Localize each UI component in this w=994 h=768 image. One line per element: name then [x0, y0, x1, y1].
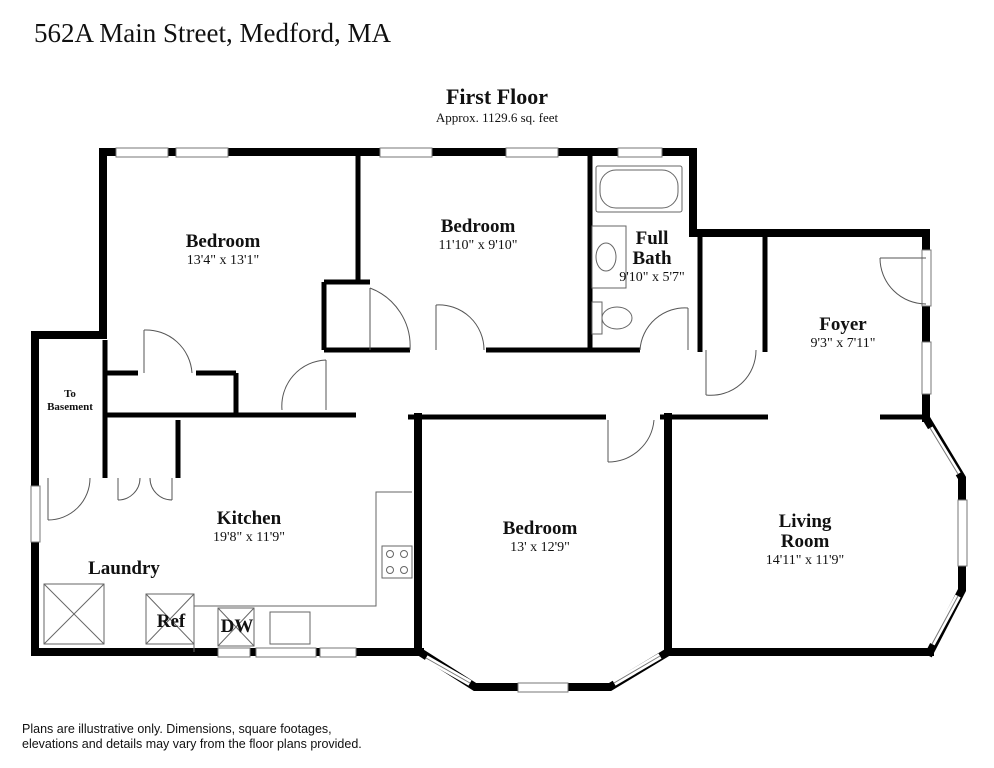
room-dims-full-bath: 9'10" x 5'7": [619, 270, 684, 285]
vanity: [591, 225, 627, 289]
fixtures: [43, 165, 683, 652]
refrigerator: [145, 593, 195, 645]
room-name-bedroom-nw: Bedroom: [186, 231, 261, 252]
room-name-bedroom-s: Bedroom: [503, 518, 578, 539]
window: [921, 249, 932, 307]
bathtub: [595, 165, 683, 213]
room-dims-living-room: 14'11" x 11'9": [766, 553, 844, 568]
room-dims-bedroom-s: 13' x 12'9": [510, 540, 570, 555]
room-name-full-bath-2: Bath: [632, 248, 672, 269]
property-address: 562A Main Street, Medford, MA: [34, 18, 391, 48]
floor-square-footage: Approx. 1129.6 sq. feet: [435, 110, 559, 125]
toilet-tank: [591, 301, 603, 335]
bathtub-basin: [599, 169, 679, 209]
disclaimer-line-1: Plans are illustrative only. Dimensions,…: [22, 722, 332, 736]
room-name-foyer: Foyer: [819, 314, 867, 335]
kitchen-sink: [269, 611, 311, 645]
window: [255, 647, 317, 658]
room-labels: Bedroom 13'4" x 13'1" Bedroom 11'10" x 9…: [47, 216, 875, 637]
room-name-kitchen: Kitchen: [217, 508, 282, 529]
room-name-full-bath-1: Full: [636, 228, 669, 249]
windows: [115, 147, 968, 693]
bedroom-door: [281, 359, 327, 411]
washer-dryer: [43, 583, 105, 645]
window: [175, 147, 229, 158]
label-dishwasher: DW: [221, 616, 254, 637]
disclaimer: Plans are illustrative only. Dimensions,…: [22, 722, 442, 752]
bedroom-door: [435, 304, 485, 351]
room-dims-bedroom-nw: 13'4" x 13'1": [187, 253, 259, 268]
window: [517, 682, 569, 693]
closet-door: [369, 287, 411, 351]
bedroom-door: [143, 329, 193, 374]
room-name-living-room-2: Room: [781, 531, 830, 552]
bath-door: [639, 307, 689, 351]
basement-door: [47, 477, 91, 521]
label-to-basement-1: To: [64, 388, 76, 400]
window: [957, 499, 968, 567]
toilet: [601, 306, 633, 330]
window: [217, 647, 251, 658]
closet-door: [705, 349, 757, 396]
window: [505, 147, 559, 158]
bedroom-door: [607, 419, 655, 463]
room-name-bedroom-n: Bedroom: [441, 216, 516, 237]
stove: [381, 545, 413, 579]
window: [617, 147, 663, 158]
room-dims-kitchen: 19'8" x 11'9": [213, 530, 285, 545]
room-name-laundry: Laundry: [88, 558, 160, 579]
label-refrigerator: Ref: [157, 611, 186, 632]
window: [921, 341, 932, 395]
label-to-basement-2: Basement: [47, 401, 93, 413]
doors: [30, 257, 927, 543]
sink: [595, 242, 617, 272]
room-dims-bedroom-n: 11'10" x 9'10": [439, 238, 518, 253]
interior-walls: [102, 155, 926, 478]
window: [319, 647, 357, 658]
dishwasher: [217, 607, 255, 647]
window: [379, 147, 433, 158]
side-door-frame: [30, 485, 41, 543]
disclaimer-line-2: elevations and details may vary from the…: [22, 737, 362, 751]
room-dims-foyer: 9'3" x 7'11": [811, 336, 876, 351]
pantry-double-door: [117, 477, 173, 501]
room-name-living-room-1: Living: [779, 511, 832, 532]
entry-door: [879, 257, 927, 305]
floor-title: First Floor: [445, 84, 549, 109]
window: [115, 147, 169, 158]
